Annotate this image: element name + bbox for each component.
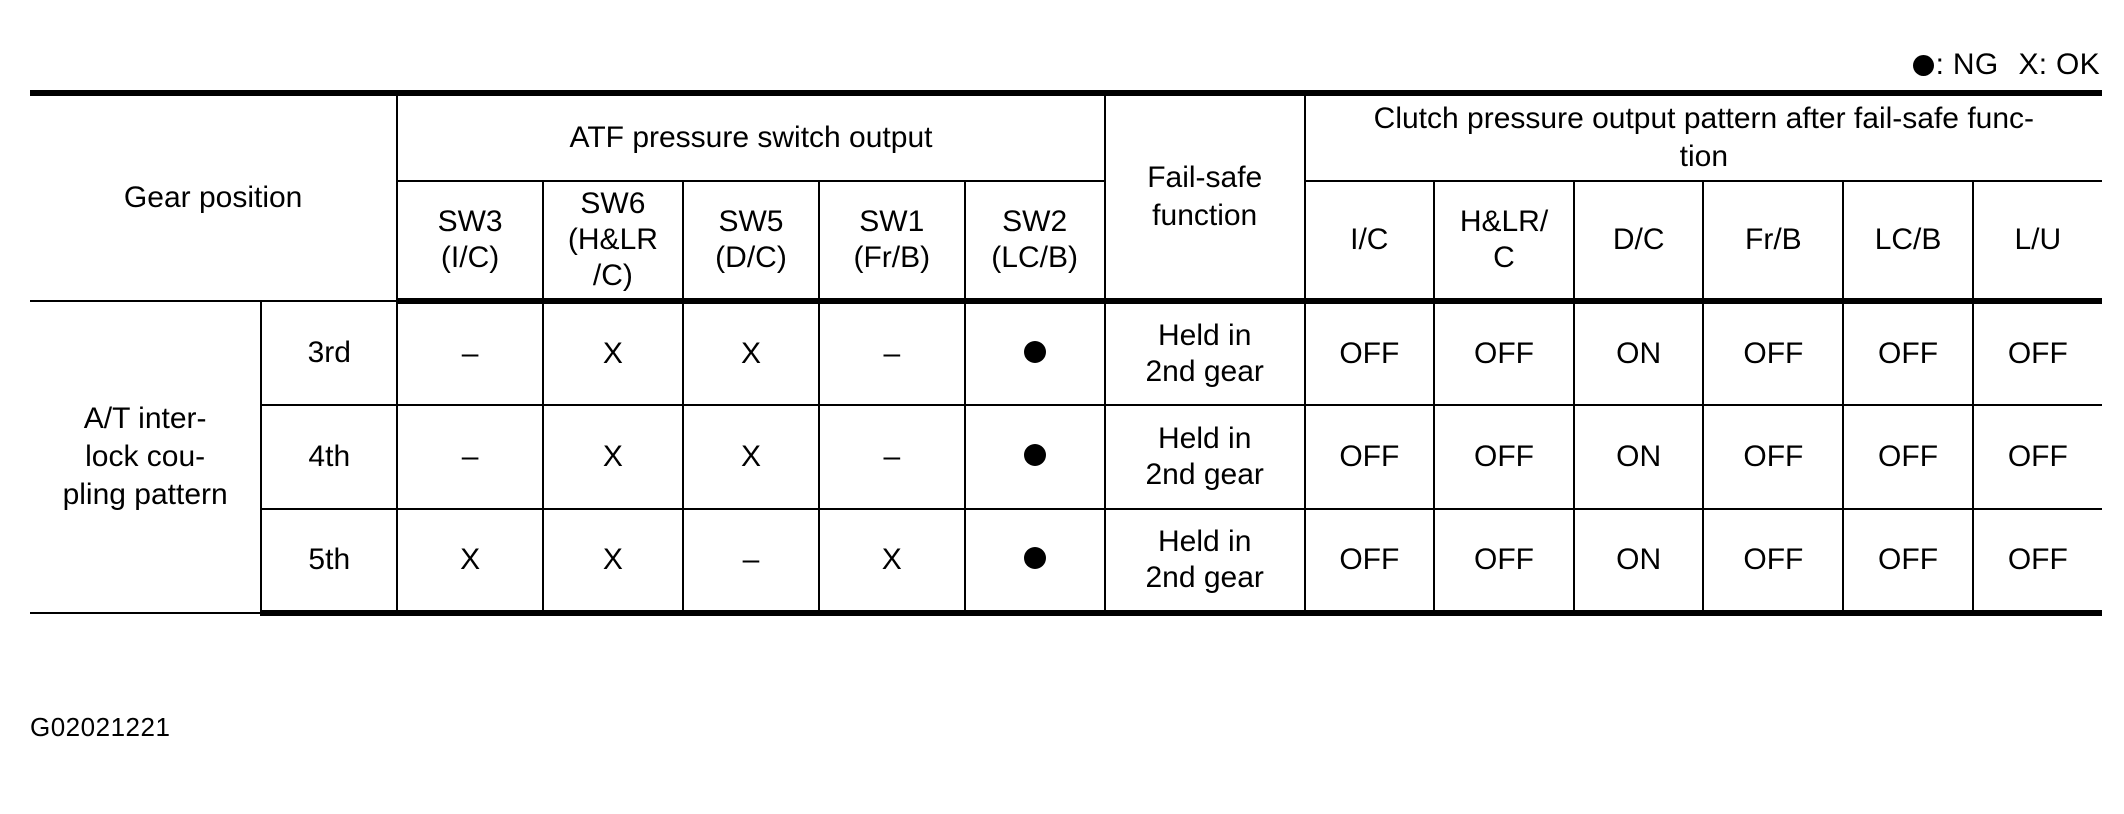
header-clutch-lcb: LC/B <box>1842 180 1974 304</box>
header-row-groups: Gear position ATF pressure switch output… <box>30 90 2102 304</box>
cell-clutch-hlrc-1: OFF <box>1432 404 1576 510</box>
cell-clutch-lcb-2: OFF <box>1842 508 1974 616</box>
cell-sw1-2: X <box>818 508 966 616</box>
ng-dot-icon <box>1023 444 1046 466</box>
header-sw6: SW6 (H&LR /C) <box>541 180 684 304</box>
ng-dot-icon <box>1023 341 1046 363</box>
cell-clutch-frb-1: OFF <box>1702 404 1845 510</box>
cell-sw2-1 <box>963 404 1106 510</box>
header-row-columns: SW3 (I/C) SW6 (H&LR /C) SW5 (D/C) SW1 (F… <box>30 180 2102 304</box>
cell-sw5-1: X <box>681 404 821 510</box>
cell-sw1-0: – <box>818 300 966 406</box>
header-sw3: SW3 (I/C) <box>397 180 544 304</box>
legend-ng-label: : NG <box>1935 48 1999 81</box>
cell-sw5-2: – <box>681 508 821 616</box>
cell-fail-safe-1: Held in 2nd gear <box>1103 404 1306 510</box>
cell-sw2-0 <box>963 300 1106 406</box>
legend: : NG X: OK <box>1912 48 2100 82</box>
cell-sw1-1: – <box>818 404 966 510</box>
fail-safe-spec-table: Gear position ATF pressure switch output… <box>30 90 2102 616</box>
table-row: 5th X X – X Held in 2nd gear OFF OFF ON … <box>30 508 2102 616</box>
header-atf-pressure-switch-output: ATF pressure switch output <box>396 90 1106 182</box>
cell-fail-safe-2: Held in 2nd gear <box>1103 508 1306 616</box>
spec-table-container: Gear position ATF pressure switch output… <box>30 90 2102 616</box>
cell-clutch-lcb-0: OFF <box>1842 300 1974 406</box>
header-sw2: SW2 (LC/B) <box>963 180 1106 304</box>
cell-clutch-frb-0: OFF <box>1702 300 1845 406</box>
cell-sw6-0: X <box>541 300 684 406</box>
cell-clutch-dc-0: ON <box>1573 300 1705 406</box>
cell-gear-0: 3rd <box>260 300 399 406</box>
cell-sw2-2 <box>963 508 1106 616</box>
header-clutch-ic: I/C <box>1303 180 1435 304</box>
cell-clutch-lcb-1: OFF <box>1842 404 1974 510</box>
header-clutch-dc: D/C <box>1573 180 1705 304</box>
cell-clutch-lu-2: OFF <box>1971 508 2102 616</box>
header-gear-position: Gear position <box>30 90 399 301</box>
header-clutch-frb: Fr/B <box>1702 180 1845 304</box>
header-clutch-lu: L/U <box>1971 180 2102 304</box>
header-sw5: SW5 (D/C) <box>681 180 821 304</box>
table-row: A/T inter- lock cou- pling pattern 3rd –… <box>30 300 2102 614</box>
cell-clutch-ic-1: OFF <box>1303 404 1435 510</box>
cell-sw5-0: X <box>681 300 821 406</box>
cell-clutch-hlrc-2: OFF <box>1432 508 1576 616</box>
cell-clutch-dc-2: ON <box>1573 508 1705 616</box>
ng-dot-icon <box>1023 547 1046 569</box>
cell-gear-2: 5th <box>261 508 399 616</box>
cell-sw6-2: X <box>541 508 684 616</box>
cell-clutch-ic-2: OFF <box>1303 508 1435 616</box>
cell-clutch-hlrc-0: OFF <box>1432 300 1576 406</box>
header-clutch-hlr-c: H&LR/ C <box>1432 180 1576 304</box>
figure-caption: G02021221 <box>30 712 171 742</box>
cell-clutch-lu-1: OFF <box>1971 404 2102 510</box>
cell-clutch-frb-2: OFF <box>1702 508 1845 616</box>
header-sw1: SW1 (Fr/B) <box>818 180 966 304</box>
ng-dot-icon <box>1912 55 1934 76</box>
cell-clutch-dc-1: ON <box>1573 404 1705 510</box>
cell-fail-safe-0: Held in 2nd gear <box>1103 300 1306 406</box>
cell-clutch-ic-0: OFF <box>1303 300 1435 406</box>
cell-gear-1: 4th <box>261 404 399 510</box>
cell-sw3-2: X <box>396 508 544 616</box>
header-fail-safe-function: Fail-safe function <box>1103 90 1306 304</box>
table-row: 4th – X X – Held in 2nd gear OFF OFF ON … <box>30 404 2102 510</box>
cell-sw3-1: – <box>396 404 544 510</box>
cell-sw3-0: – <box>396 300 544 406</box>
cell-sw6-1: X <box>541 404 684 510</box>
header-clutch-pressure-output-pattern: Clutch pressure output pattern after fai… <box>1303 90 2102 182</box>
cell-clutch-lu-0: OFF <box>1971 300 2102 406</box>
row-group-label-at-interlock-coupling-pattern: A/T inter- lock cou- pling pattern <box>30 300 263 614</box>
legend-ok-label: X: OK <box>2018 48 2100 81</box>
